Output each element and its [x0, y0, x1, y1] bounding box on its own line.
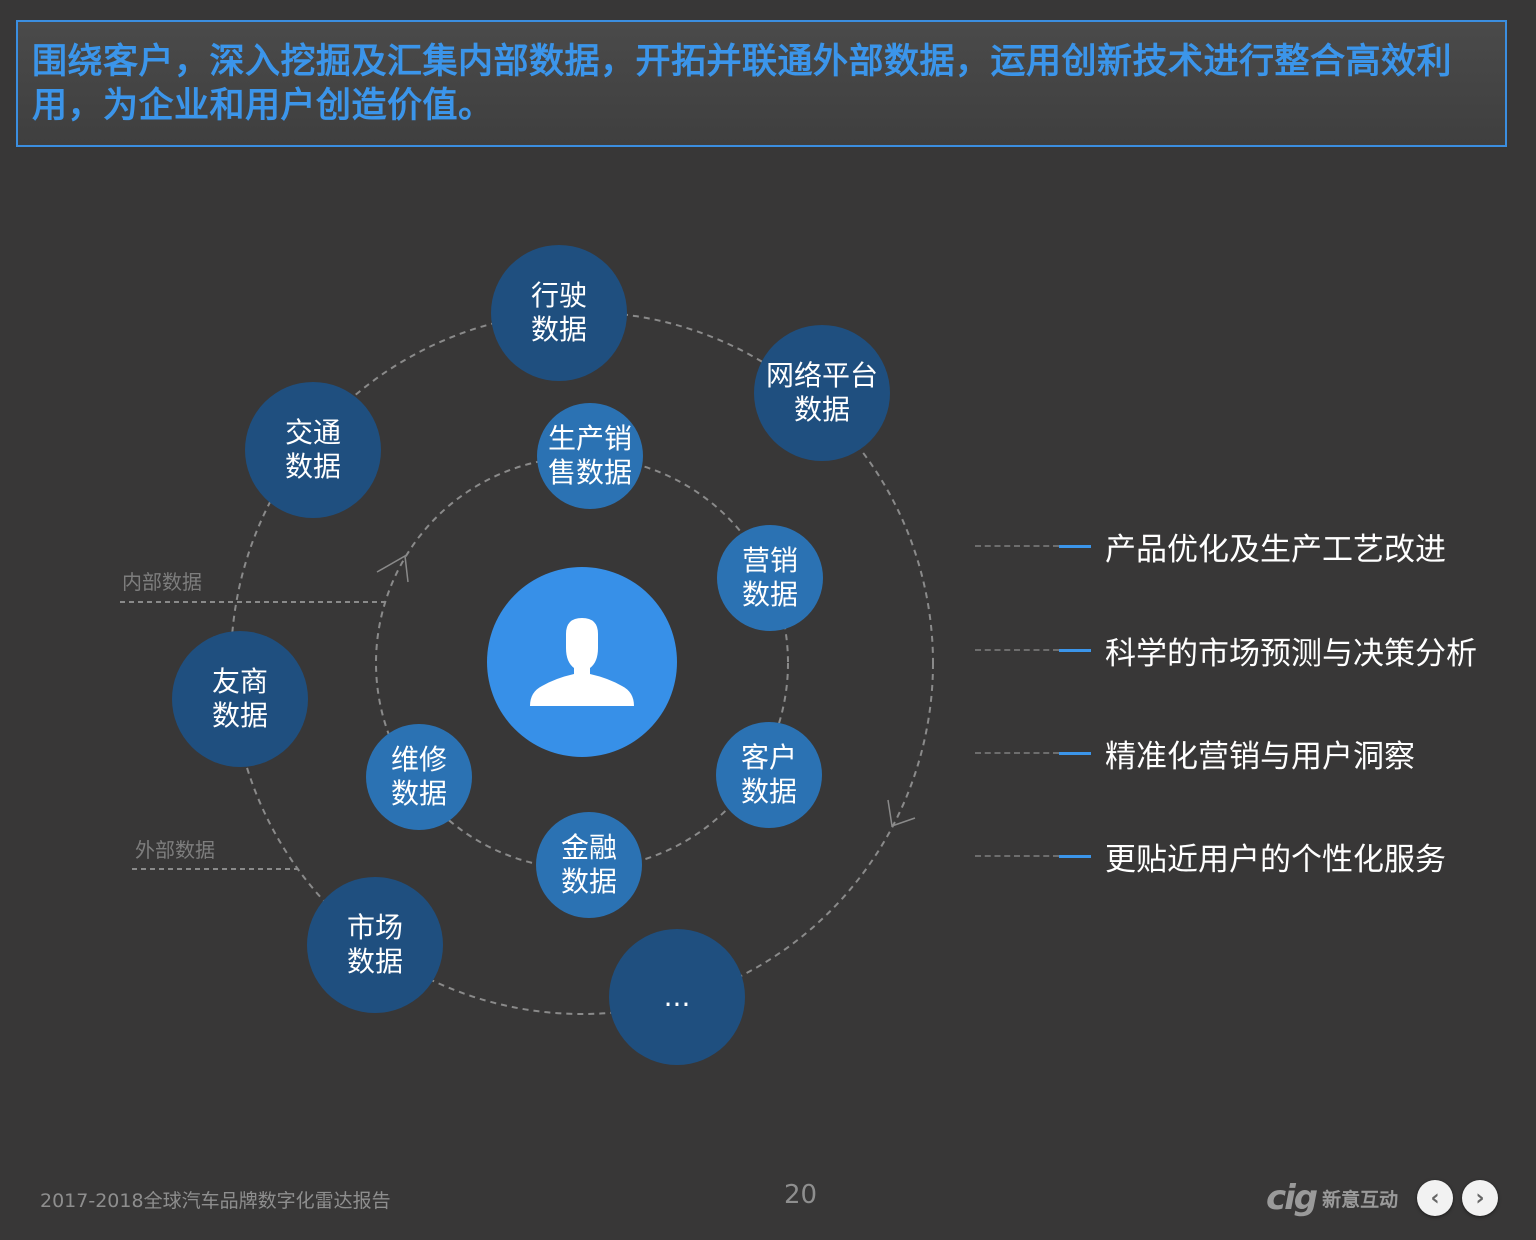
- node-market-data[interactable]: 市场 数据: [307, 877, 443, 1013]
- report-title: 2017-2018全球汽车品牌数字化雷达报告: [40, 1190, 391, 1212]
- benefit-item: 产品优化及生产工艺改进: [975, 526, 1446, 568]
- benefit-tick: [1059, 751, 1091, 755]
- node-traffic-data[interactable]: 交通 数据: [245, 382, 381, 518]
- center-customer-node[interactable]: [487, 567, 677, 757]
- node-network-platform-data[interactable]: 网络平台 数据: [754, 325, 890, 461]
- benefit-item: 更贴近用户的个性化服务: [975, 836, 1446, 878]
- benefit-item: 科学的市场预测与决策分析: [975, 630, 1477, 672]
- user-icon: [530, 618, 634, 706]
- brand-name: 新意互动: [1322, 1188, 1399, 1211]
- benefit-tick: [1059, 854, 1091, 858]
- inner-data-label: 内部数据: [122, 570, 202, 594]
- node-maintenance-data[interactable]: 维修 数据: [366, 724, 472, 830]
- benefit-dash: [975, 545, 1059, 547]
- outer-ring-arrow: [887, 799, 916, 828]
- page-number: 20: [784, 1180, 818, 1210]
- node-competitor-data[interactable]: 友商 数据: [172, 631, 308, 767]
- outer-data-label: 外部数据: [135, 838, 215, 862]
- node-production-sales-data[interactable]: 生产销 售数据: [537, 403, 643, 509]
- brand: cig 新意互动: [1266, 1178, 1398, 1218]
- benefit-tick: [1059, 544, 1091, 548]
- node-finance-data[interactable]: 金融 数据: [536, 812, 642, 918]
- benefit-item: 精准化营销与用户洞察: [975, 733, 1415, 775]
- brand-logo: cig: [1266, 1178, 1318, 1218]
- benefit-text: 更贴近用户的个性化服务: [1105, 841, 1446, 878]
- node-driving-data[interactable]: 行驶 数据: [491, 245, 627, 381]
- benefit-dash: [975, 855, 1059, 857]
- benefit-text: 精准化营销与用户洞察: [1105, 738, 1415, 775]
- page-title: 围绕客户，深入挖掘及汇集内部数据，开拓并联通外部数据，运用创新技术进行整合高效利…: [32, 42, 1453, 126]
- node-customer-data[interactable]: 客户 数据: [716, 722, 822, 828]
- next-page-button[interactable]: ›: [1462, 1180, 1498, 1216]
- chevron-left-icon: ‹: [1430, 1185, 1440, 1211]
- node-more-data[interactable]: ...: [609, 929, 745, 1065]
- prev-page-button[interactable]: ‹: [1417, 1180, 1453, 1216]
- title-box: 围绕客户，深入挖掘及汇集内部数据，开拓并联通外部数据，运用创新技术进行整合高效利…: [16, 20, 1507, 147]
- benefit-dash: [975, 649, 1059, 651]
- benefit-dash: [975, 752, 1059, 754]
- inner-ring-arrow: [376, 554, 409, 583]
- benefit-text: 科学的市场预测与决策分析: [1105, 635, 1477, 672]
- benefit-text: 产品优化及生产工艺改进: [1105, 531, 1446, 568]
- node-marketing-data[interactable]: 营销 数据: [717, 525, 823, 631]
- chevron-right-icon: ›: [1475, 1185, 1485, 1211]
- benefit-tick: [1059, 648, 1091, 652]
